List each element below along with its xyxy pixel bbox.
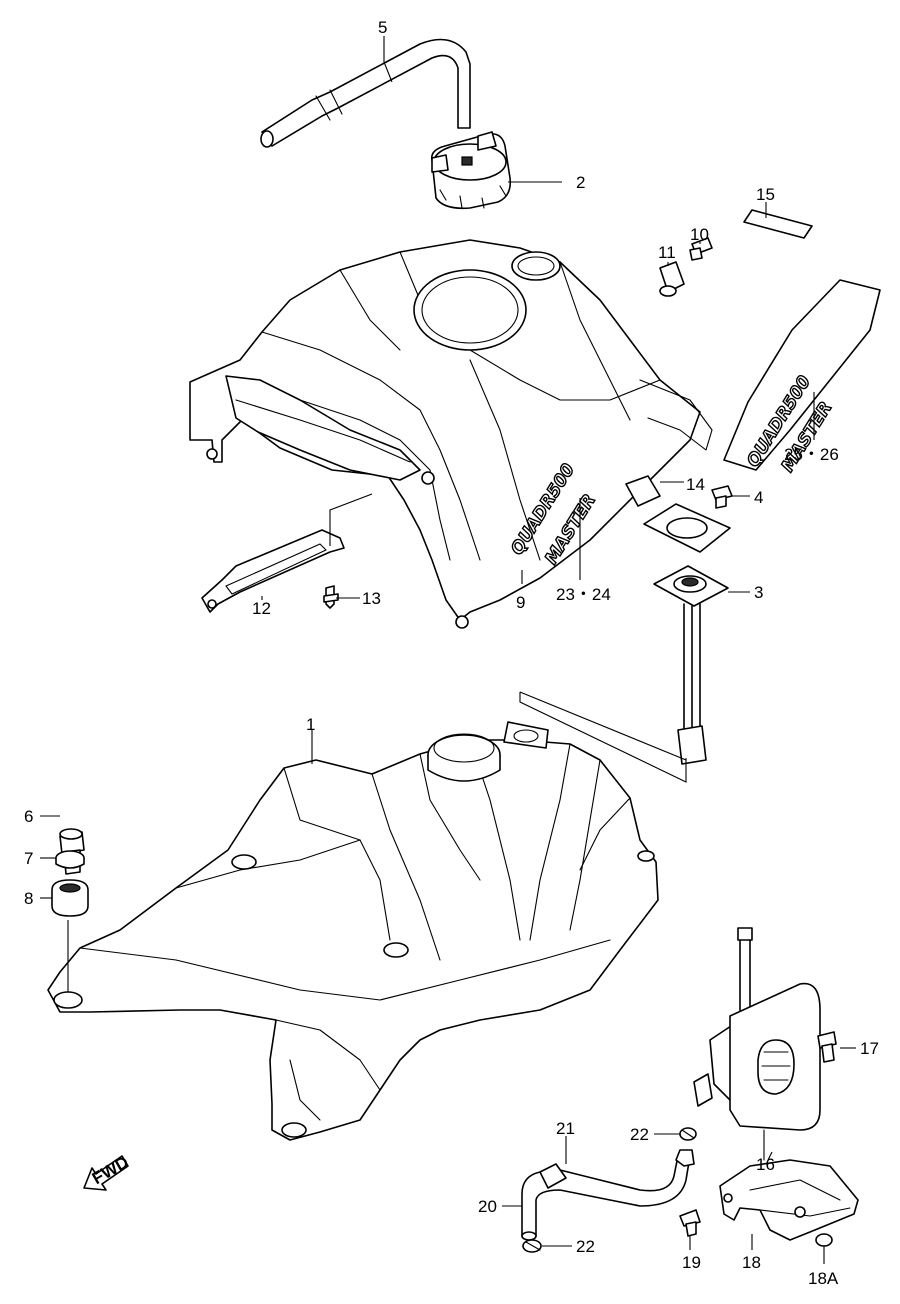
hose-clamp-upper	[679, 1127, 697, 1141]
callout-18: 18	[742, 1253, 761, 1272]
callout-20: 20	[478, 1197, 497, 1216]
fwd-arrow-icon: FWD	[83, 1152, 132, 1191]
fuel-valve	[693, 927, 821, 1161]
leader-lines	[40, 36, 856, 1264]
gasket	[643, 503, 731, 553]
fwd-label: FWD	[89, 1152, 132, 1188]
callout-labels: 5 2 15 10 11 25・26 14 4 3 23・24 9 13 12 …	[24, 18, 879, 1288]
callout-16: 16	[756, 1155, 775, 1174]
callout-22-upper: 22	[630, 1125, 649, 1144]
tank-cover: QUADR500 MASTER	[189, 239, 713, 629]
callout-14: 14	[686, 475, 705, 494]
callout-1: 1	[306, 715, 315, 734]
callout-7: 7	[24, 849, 33, 868]
screw-17	[817, 1031, 837, 1063]
callout-12: 12	[252, 599, 271, 618]
cushion-8	[51, 879, 89, 917]
spacer-11	[659, 261, 685, 297]
bolt-10	[689, 237, 713, 261]
callout-23-24: 23・24	[556, 585, 611, 604]
callout-9: 9	[516, 593, 525, 612]
callout-4: 4	[754, 488, 763, 507]
callout-17: 17	[860, 1039, 879, 1058]
screw-13	[323, 585, 339, 609]
fuel-hose	[521, 1149, 695, 1241]
bolt-19	[679, 1209, 701, 1237]
callout-10: 10	[690, 225, 709, 244]
bracket-12	[201, 493, 373, 613]
fuel-tank	[47, 721, 659, 1141]
fuel-cap	[430, 131, 512, 210]
callout-22-lower: 22	[576, 1237, 595, 1256]
pad-15	[743, 209, 813, 239]
callout-5: 5	[378, 18, 387, 37]
bolt-4	[711, 485, 733, 509]
pad-14	[625, 475, 661, 507]
callout-3: 3	[754, 583, 763, 602]
callout-2: 2	[576, 173, 585, 192]
hose-clamp-lower	[522, 1239, 542, 1253]
washer-7	[55, 850, 85, 869]
fuel-level-sender	[519, 565, 729, 783]
callout-18a: 18A	[808, 1269, 839, 1288]
callout-6: 6	[24, 807, 33, 826]
callout-15: 15	[756, 185, 775, 204]
callout-19: 19	[682, 1253, 701, 1272]
grommet-18a	[815, 1233, 833, 1247]
callout-25-26: 25・26	[784, 445, 839, 464]
callout-13: 13	[362, 589, 381, 608]
callout-21: 21	[556, 1119, 575, 1138]
bracket-18	[719, 1151, 859, 1241]
callout-8: 8	[24, 889, 33, 908]
breather-hose	[260, 38, 471, 148]
callout-11: 11	[658, 243, 676, 262]
